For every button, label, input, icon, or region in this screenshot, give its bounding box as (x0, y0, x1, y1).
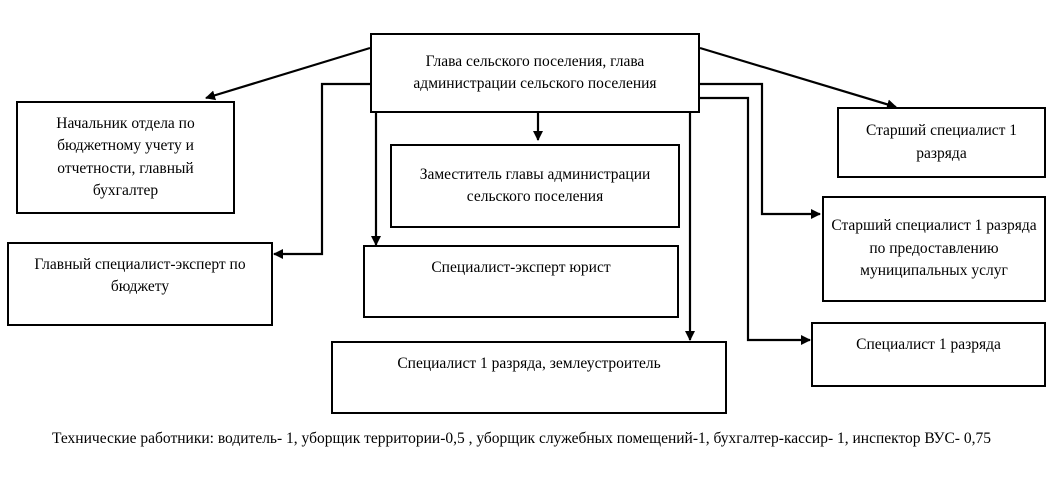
node-senior-specialist-label: Старший специалист 1 разряда (865, 122, 1018, 162)
node-chief-accountant: Начальник отдела по бюджетному учету и о… (16, 101, 235, 214)
node-senior-specialist: Старший специалист 1 разряда (837, 107, 1046, 178)
arrow-head-to-chief-specialist-budget (273, 82, 370, 259)
arrow-head-to-chief-accountant (205, 46, 371, 101)
node-head: Глава сельского поселения, глава админис… (370, 33, 700, 113)
node-senior-specialist-municipal: Старший специалист 1 разряда по предоста… (822, 196, 1046, 302)
arrow-head-to-specialist-1 (700, 96, 811, 345)
node-head-label: Глава сельского поселения, глава админис… (413, 52, 657, 92)
node-lawyer: Специалист-эксперт юрист (363, 245, 679, 318)
node-senior-specialist-municipal-label: Старший специалист 1 разряда по предоста… (831, 217, 1037, 280)
footnote-technical-staff: Технические работники: водитель- 1, убор… (52, 430, 991, 447)
node-lawyer-label: Специалист-эксперт юрист (431, 259, 611, 276)
node-land-surveyor: Специалист 1 разряда, землеустроитель (331, 341, 727, 414)
node-deputy-head: Заместитель главы администрации сельског… (390, 144, 680, 228)
arrow-head-to-senior-specialist-municipal (700, 82, 821, 219)
node-chief-specialist-budget-label: Главный специалист-эксперт по бюджету (34, 256, 246, 296)
node-deputy-head-label: Заместитель главы администрации сельског… (419, 165, 651, 205)
node-chief-accountant-label: Начальник отдела по бюджетному учету и о… (56, 114, 195, 199)
node-chief-specialist-budget: Главный специалист-эксперт по бюджету (7, 242, 273, 326)
arrow-head-to-senior-specialist (699, 46, 897, 110)
node-specialist-1: Специалист 1 разряда (811, 322, 1046, 387)
node-land-surveyor-label: Специалист 1 разряда, землеустроитель (397, 355, 661, 372)
node-specialist-1-label: Специалист 1 разряда (856, 336, 1001, 353)
